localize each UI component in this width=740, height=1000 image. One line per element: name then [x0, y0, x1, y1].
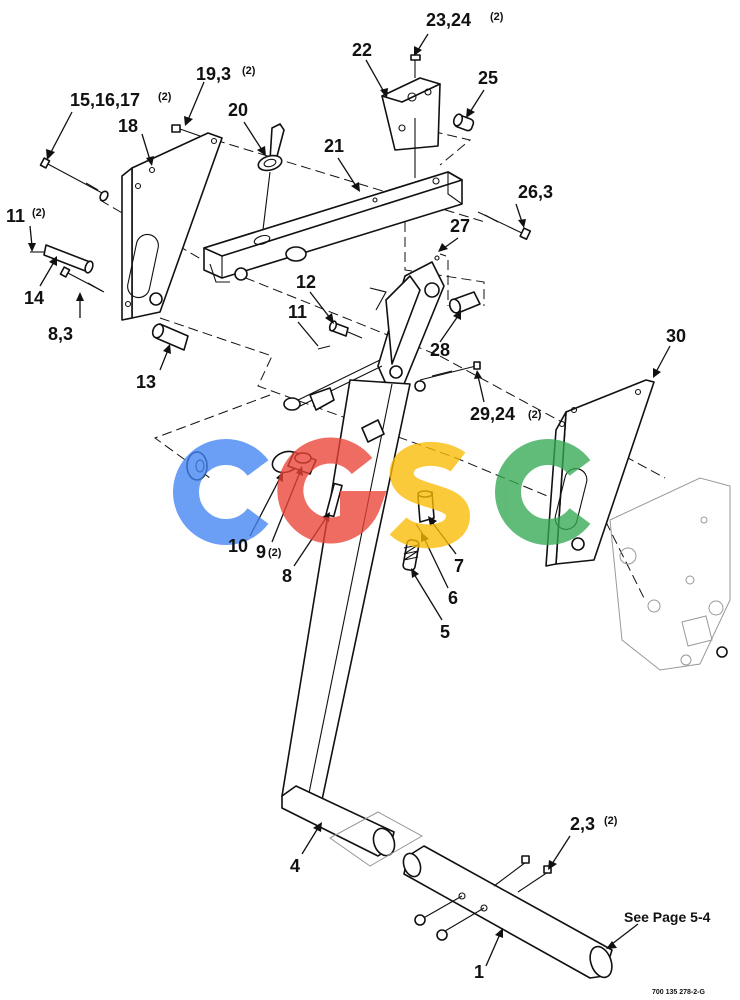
- label-22: 22: [352, 40, 372, 60]
- label-9: 9: [256, 542, 266, 562]
- qty-29-24: (2): [528, 409, 542, 421]
- label-5: 5: [440, 622, 450, 642]
- label-30: 30: [666, 326, 686, 346]
- plate-18: [121, 132, 223, 321]
- grommet-20: [257, 123, 285, 239]
- watermark-letter-c: [173, 439, 269, 545]
- label-11-left: 11: [6, 206, 25, 226]
- spacer-25: [452, 113, 475, 132]
- qty-23-24: (2): [490, 11, 504, 23]
- label-13: 13: [136, 372, 156, 392]
- label-23-24: 23,24: [426, 10, 471, 30]
- pin-14: [30, 244, 94, 274]
- label-14: 14: [24, 288, 44, 308]
- pin-12: [328, 320, 363, 339]
- label-10: 10: [228, 536, 248, 556]
- see-page-reference: See Page 5-4: [624, 909, 711, 925]
- label-4: 4: [290, 856, 300, 876]
- label-26-3: 26,3: [518, 182, 553, 202]
- label-28: 28: [430, 340, 450, 360]
- handle-tube-4: [281, 379, 424, 867]
- watermark-letter-g: [277, 437, 387, 544]
- label-7: 7: [454, 556, 464, 576]
- watermark-letter-c2: [495, 439, 591, 545]
- spacer-28: [448, 291, 481, 314]
- label-19-3: 19,3: [196, 64, 231, 84]
- label-2-3: 2,3: [570, 814, 595, 834]
- bolt-8-3: [59, 266, 105, 293]
- drawing-part-number: 700 135 278-2-G: [652, 989, 705, 996]
- label-20: 20: [228, 100, 248, 120]
- label-25: 25: [478, 68, 498, 88]
- label-27: 27: [450, 216, 470, 236]
- bolt-23-24: [410, 54, 421, 178]
- bolts-2-3: [493, 855, 552, 893]
- bolt-29-24: [419, 361, 481, 381]
- qty-19-3: (2): [242, 65, 256, 77]
- lever-arm: [369, 253, 447, 392]
- label-6: 6: [448, 588, 458, 608]
- side-plate-ghost: [609, 477, 731, 671]
- label-29-24: 29,24: [470, 404, 515, 424]
- watermark-cgsc: [173, 437, 591, 549]
- bolt-26-3: [477, 211, 532, 241]
- link-rod: [283, 359, 383, 411]
- bracket-22: [381, 77, 441, 151]
- watermark-letter-s: [389, 441, 471, 549]
- qty-15-16-17: (2): [158, 91, 172, 103]
- label-18: 18: [118, 116, 138, 136]
- label-12: 12: [296, 272, 316, 292]
- spacer-13: [151, 323, 189, 351]
- qty-2-3: (2): [604, 815, 618, 827]
- channel-beam-21: [203, 171, 463, 283]
- label-1: 1: [474, 962, 484, 982]
- callout-labels: 23,24 (2) 22 25 19,3 (2) 15,16,17 (2) 18…: [6, 10, 711, 996]
- label-21: 21: [324, 136, 344, 156]
- tube-1: [402, 845, 613, 979]
- qty-9: (2): [268, 547, 282, 559]
- qty-11: (2): [32, 207, 46, 219]
- bolt-19-3: [171, 124, 201, 137]
- label-15-16-17: 15,16,17: [70, 90, 140, 110]
- pin-11: [317, 345, 331, 350]
- label-11-middle: 11: [288, 302, 307, 322]
- label-8: 8: [282, 566, 292, 586]
- label-8-3: 8,3: [48, 324, 73, 344]
- bolt-15-16-17: [39, 157, 109, 202]
